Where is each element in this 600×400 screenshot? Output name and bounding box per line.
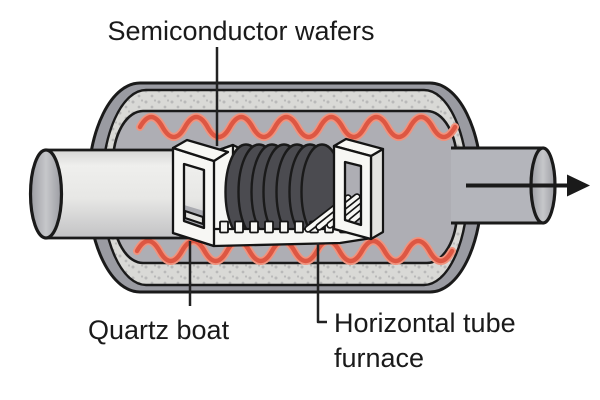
boat-left-frame bbox=[171, 138, 230, 248]
gas-flow-arrow bbox=[466, 174, 590, 197]
inlet-tube-endcap bbox=[28, 148, 64, 240]
label-horizontal-tube-furnace-line2: furnace bbox=[334, 343, 424, 373]
label-semiconductor-wafers: Semiconductor wafers bbox=[107, 16, 374, 46]
boat-right-frame bbox=[332, 137, 385, 241]
heating-coil-top bbox=[136, 113, 459, 141]
label-quartz-boat: Quartz boat bbox=[88, 315, 230, 345]
label-horizontal-tube-furnace-line1: Horizontal tube bbox=[334, 308, 516, 338]
heating-coil-bottom bbox=[133, 237, 456, 265]
quartz-boat bbox=[171, 137, 385, 248]
leader-line-furnace bbox=[316, 243, 327, 324]
